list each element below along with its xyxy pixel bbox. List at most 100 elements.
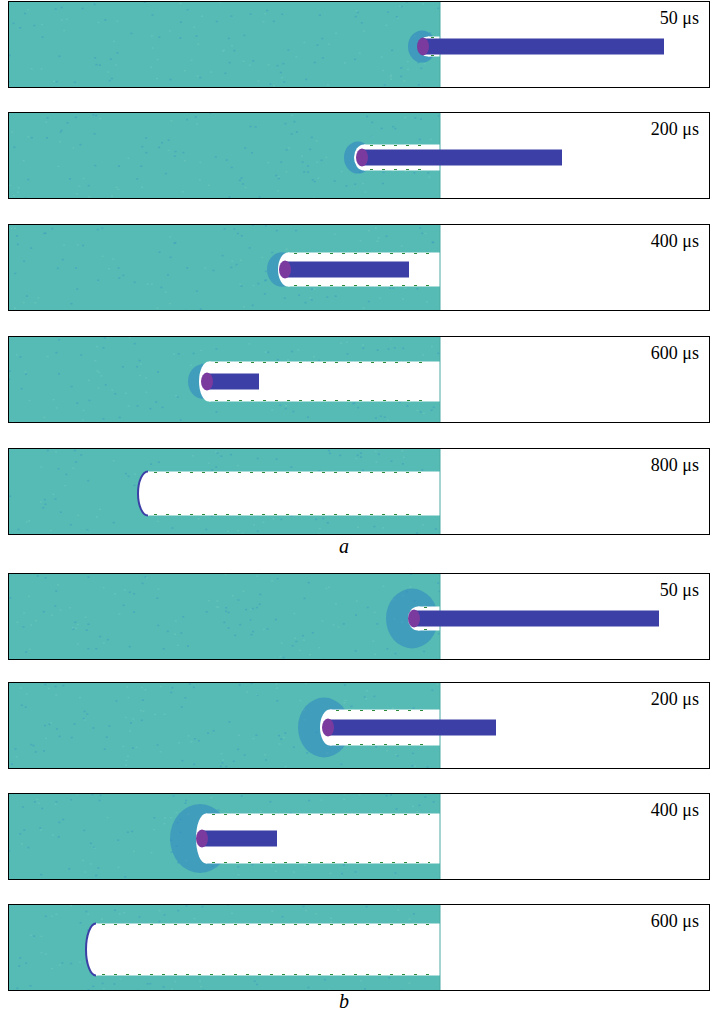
texture-speck [367, 607, 369, 609]
texture-speck [16, 622, 18, 624]
texture-speck [251, 634, 253, 636]
crater-wall [215, 362, 430, 363]
texture-speck [152, 14, 154, 16]
texture-speck [392, 126, 394, 128]
texture-speck [238, 734, 240, 736]
texture-speck [181, 760, 183, 762]
texture-speck [9, 597, 11, 599]
texture-speck [355, 458, 357, 460]
texture-speck [375, 417, 377, 419]
texture-speck [265, 225, 267, 227]
texture-speck [281, 14, 283, 16]
texture-speck [163, 823, 165, 825]
texture-speck [394, 347, 396, 349]
texture-speck [139, 916, 141, 918]
texture-speck [129, 337, 131, 339]
texture-speck [221, 762, 223, 764]
texture-speck [160, 686, 162, 688]
texture-speck [314, 181, 316, 183]
texture-speck [273, 85, 275, 87]
texture-speck [116, 52, 118, 54]
texture-speck [118, 165, 120, 167]
texture-speck [241, 177, 243, 179]
texture-speck [26, 693, 28, 695]
texture-speck [66, 19, 68, 21]
texture-speck [97, 279, 99, 281]
texture-speck [275, 175, 277, 177]
texture-speck [390, 78, 392, 80]
texture-speck [94, 57, 96, 59]
texture-speck [40, 874, 42, 876]
texture-speck [145, 152, 147, 154]
texture-speck [427, 766, 429, 768]
texture-speck [216, 411, 218, 413]
texture-speck [387, 11, 389, 13]
texture-speck [391, 460, 393, 462]
texture-speck [44, 504, 46, 506]
texture-speck [83, 410, 85, 412]
texture-speck [394, 872, 396, 874]
texture-speck [42, 36, 44, 38]
texture-speck [57, 584, 59, 586]
texture-speck [335, 603, 337, 605]
texture-speck [277, 359, 279, 361]
texture-speck [401, 450, 403, 452]
texture-speck [27, 9, 29, 11]
texture-speck [11, 763, 13, 765]
texture-speck [341, 171, 343, 173]
texture-speck [423, 413, 425, 415]
texture-speck [210, 71, 212, 73]
texture-speck [16, 235, 18, 237]
texture-speck [276, 230, 278, 232]
texture-speck [315, 519, 317, 521]
texture-speck [422, 354, 424, 356]
texture-speck [284, 732, 286, 734]
texture-speck [144, 689, 146, 691]
texture-speck [18, 965, 20, 967]
texture-speck [163, 648, 165, 650]
texture-speck [11, 131, 13, 133]
texture-speck [397, 17, 399, 19]
texture-speck [390, 76, 392, 78]
texture-speck [213, 270, 215, 272]
texture-speck [420, 411, 422, 413]
subfigure-label: b [339, 990, 349, 1012]
texture-speck [205, 529, 207, 531]
crater-wall [294, 253, 430, 254]
texture-speck [388, 977, 390, 979]
texture-speck [390, 794, 392, 796]
texture-speck [245, 609, 247, 611]
texture-speck [279, 743, 281, 745]
texture-speck [424, 796, 426, 798]
time-label: 50 μs [660, 580, 699, 601]
texture-speck [399, 6, 401, 8]
texture-speck [309, 149, 311, 151]
texture-speck [343, 864, 345, 866]
texture-speck [106, 736, 108, 738]
texture-speck [180, 632, 182, 634]
texture-speck [397, 755, 399, 757]
texture-speck [295, 56, 297, 58]
texture-speck [314, 62, 316, 64]
texture-speck [265, 279, 267, 281]
texture-speck [171, 527, 173, 529]
texture-speck [163, 986, 165, 988]
projectile-nose [196, 830, 208, 848]
texture-speck [227, 627, 229, 629]
texture-speck [356, 10, 358, 12]
texture-speck [416, 811, 418, 813]
texture-speck [293, 746, 295, 748]
texture-speck [173, 795, 175, 797]
texture-speck [149, 408, 151, 410]
texture-speck [58, 373, 60, 375]
texture-speck [118, 866, 120, 868]
texture-speck [100, 795, 102, 797]
texture-speck [29, 400, 31, 402]
texture-speck [197, 75, 199, 77]
crater-residue [138, 472, 148, 516]
texture-speck [299, 650, 301, 652]
texture-speck [366, 690, 368, 692]
texture-speck [234, 635, 236, 637]
texture-speck [278, 176, 280, 178]
texture-speck [95, 875, 97, 877]
